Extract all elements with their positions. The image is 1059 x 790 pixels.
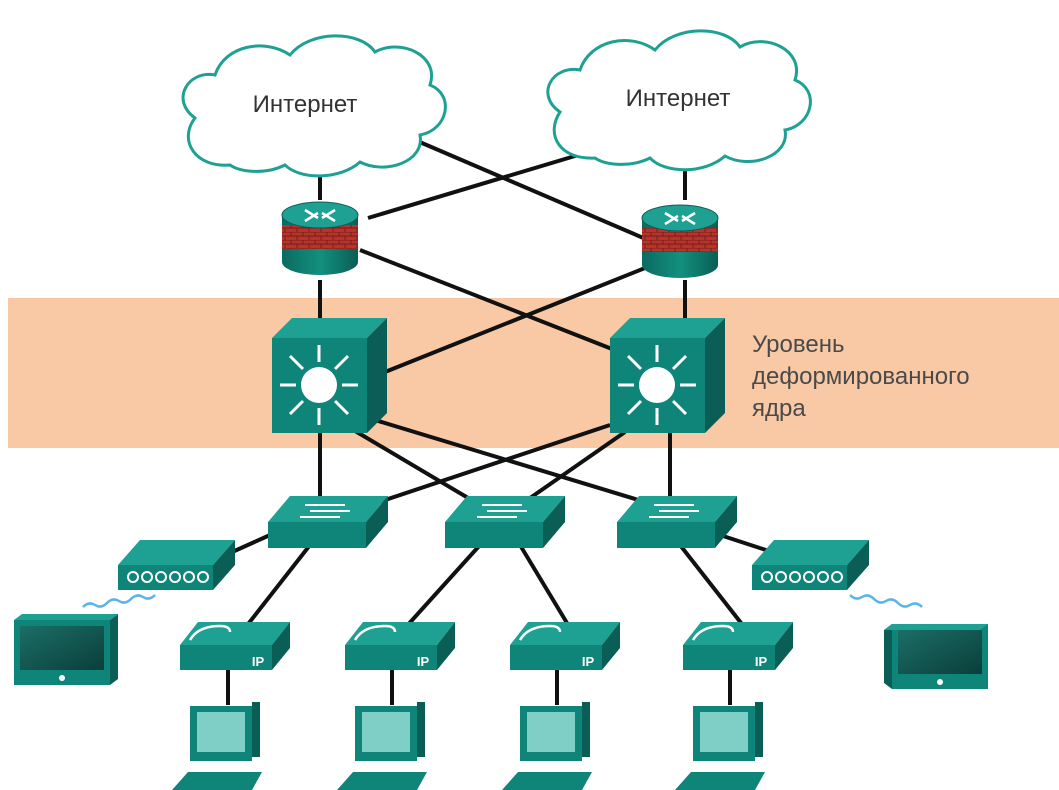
wireless-ap-icon xyxy=(118,540,235,590)
ip-phone-icon: IP xyxy=(345,622,455,670)
access-switch-2 xyxy=(445,496,565,548)
pc-1 xyxy=(172,702,262,790)
link xyxy=(384,266,646,374)
pc-4 xyxy=(675,702,765,790)
access-switch-icon xyxy=(445,496,565,548)
access-switch-icon xyxy=(617,496,737,548)
wireless-ap-icon xyxy=(752,540,869,590)
ip-phone-4: IP xyxy=(683,622,793,670)
cloud-icon xyxy=(181,34,447,178)
ip-phone-1: IP xyxy=(180,622,290,670)
router-firewall-icon xyxy=(281,201,359,275)
link xyxy=(367,148,596,220)
pc-icon xyxy=(502,702,592,790)
core-layer-label-line: деформированного xyxy=(752,363,970,390)
link xyxy=(343,423,487,510)
cloud-label: Интернет xyxy=(253,91,358,118)
cloud-icon xyxy=(546,29,812,172)
wireless-ap-left xyxy=(118,540,235,590)
ip-phone-icon: IP xyxy=(510,622,620,670)
router-firewall-right xyxy=(641,204,719,278)
core-switch-left xyxy=(272,318,387,433)
router-firewall-left xyxy=(281,201,359,275)
tablet-icon xyxy=(884,624,988,689)
link xyxy=(403,543,482,630)
link xyxy=(518,430,627,507)
ip-phone-icon: IP xyxy=(683,622,793,670)
tablet-right xyxy=(884,624,988,689)
access-switch-1 xyxy=(268,496,388,548)
router-firewall-icon xyxy=(641,204,719,278)
link xyxy=(243,543,312,630)
ip-phone-label: IP xyxy=(417,654,430,669)
link xyxy=(229,533,271,555)
access-switch-3 xyxy=(617,496,737,548)
cloud-label: Интернет xyxy=(626,85,731,112)
ip-phone-label: IP xyxy=(755,654,768,669)
wireless-wave-left xyxy=(82,594,156,608)
wireless-ap-right xyxy=(752,540,869,590)
access-switch-icon xyxy=(268,496,388,548)
pc-2 xyxy=(337,702,427,790)
tablet-left xyxy=(14,614,118,685)
tablet-icon xyxy=(14,614,118,685)
core-layer-label-line: ядра xyxy=(752,395,806,422)
pc-icon xyxy=(337,702,427,790)
layer3-switch-icon xyxy=(610,318,725,433)
link xyxy=(414,138,649,242)
ip-phone-2: IP xyxy=(345,622,455,670)
ip-phone-label: IP xyxy=(252,654,265,669)
internet-cloud-left: Интернет xyxy=(181,34,447,178)
pc-icon xyxy=(172,702,262,790)
link xyxy=(518,543,572,630)
ip-phone-label: IP xyxy=(582,654,595,669)
core-layer-label: Уровень деформированного ядра xyxy=(752,331,976,422)
ip-phone-icon: IP xyxy=(180,622,290,670)
link xyxy=(678,543,747,630)
link xyxy=(369,423,611,507)
link xyxy=(374,418,656,507)
pc-icon xyxy=(675,702,765,790)
core-layer-band xyxy=(8,298,1059,448)
pc-3 xyxy=(502,702,592,790)
layer3-switch-icon xyxy=(272,318,387,433)
link xyxy=(359,248,641,362)
internet-cloud-right: Интернет xyxy=(546,29,812,172)
core-layer-label-line: Уровень xyxy=(752,331,844,358)
core-switch-right xyxy=(610,318,725,433)
ip-phone-3: IP xyxy=(510,622,620,670)
wireless-wave-right xyxy=(849,594,923,608)
